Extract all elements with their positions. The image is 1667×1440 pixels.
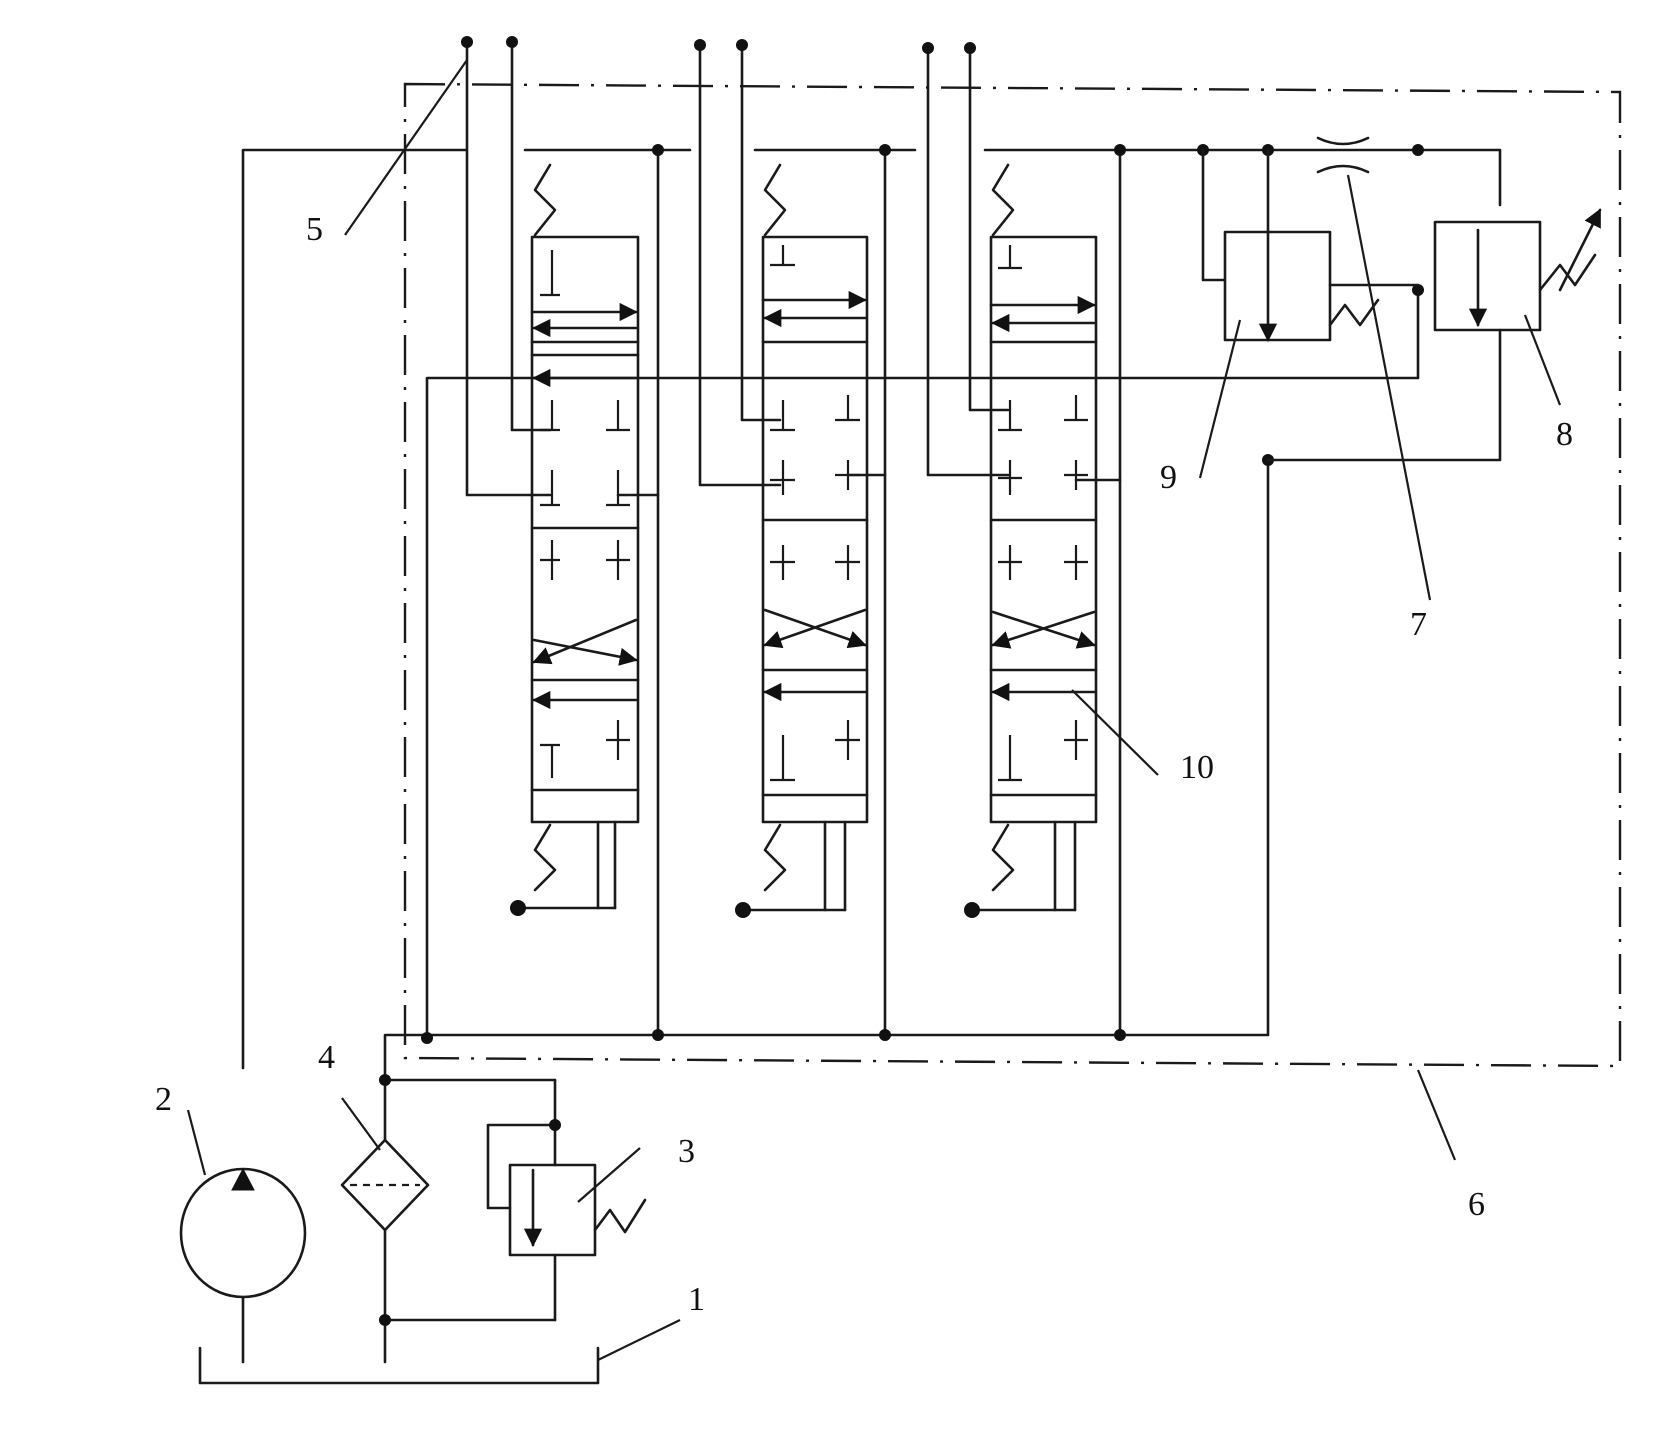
valve-9 <box>1201 148 1420 342</box>
callout-1: 1 <box>688 1281 705 1318</box>
callout-8: 8 <box>1556 416 1573 453</box>
callout-9: 9 <box>1160 459 1177 496</box>
callout-7: 7 <box>1410 606 1427 643</box>
pressure-line <box>241 148 1502 1070</box>
callout-2: 2 <box>155 1081 172 1118</box>
junction-dots <box>379 144 1424 1326</box>
callout-5: 5 <box>306 211 323 248</box>
pilot-line-6 <box>403 82 1622 1068</box>
spool-valve-1 <box>510 163 640 916</box>
callout-labels: 1 2 3 4 5 6 7 8 9 10 <box>155 211 1573 1318</box>
actuator-ports <box>461 36 1122 497</box>
relief-valve-3 <box>486 1078 647 1322</box>
pump-2 <box>179 1167 307 1299</box>
spool-valve-3 <box>964 163 1098 918</box>
callout-6: 6 <box>1468 1186 1485 1223</box>
callout-4: 4 <box>318 1039 335 1076</box>
leader-lines <box>186 59 1562 1361</box>
filter-4 <box>340 1078 557 1322</box>
spool-valve-2 <box>735 163 869 918</box>
orifice-7 <box>1316 136 1370 174</box>
callout-3: 3 <box>678 1133 695 1170</box>
return-line-upper <box>425 288 1420 1040</box>
return-manifold <box>383 148 1270 1142</box>
tank-1 <box>198 1295 600 1385</box>
relief-valve-8 <box>1266 208 1602 462</box>
callout-10: 10 <box>1180 749 1214 786</box>
